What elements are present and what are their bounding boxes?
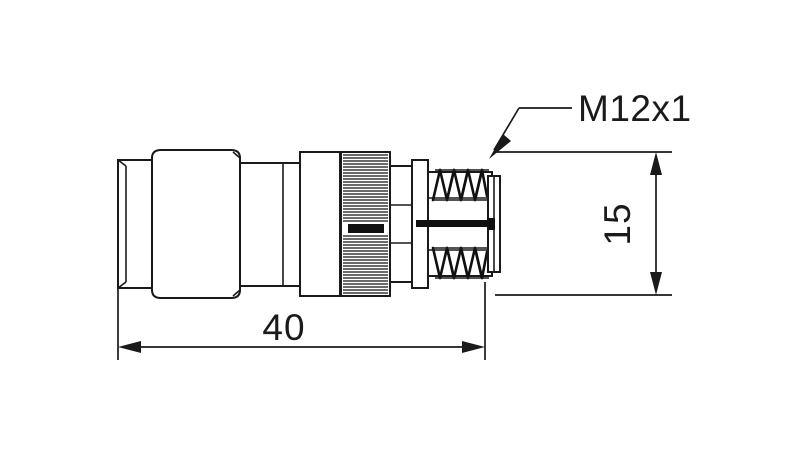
body-sleeve	[151, 149, 241, 299]
hex-transition	[389, 159, 429, 289]
dimension-40-label: 40	[262, 307, 305, 348]
thread-profile-lower	[431, 246, 489, 280]
knurled-nut	[340, 151, 391, 297]
callout-m12x1: M12x1	[489, 88, 692, 159]
flange-ring	[299, 151, 341, 297]
thread-profile-upper	[431, 168, 489, 202]
dimension-40: 40	[117, 282, 486, 360]
connector-assembly	[117, 149, 501, 299]
dimension-15-label: 15	[597, 202, 638, 245]
center-axis-pin	[416, 218, 495, 230]
thread-callout-label: M12x1	[578, 88, 692, 129]
shoulder-section	[239, 162, 301, 287]
dimension-15: 15	[495, 151, 672, 296]
cable-entry	[117, 159, 153, 289]
knurl-pattern	[343, 154, 388, 294]
